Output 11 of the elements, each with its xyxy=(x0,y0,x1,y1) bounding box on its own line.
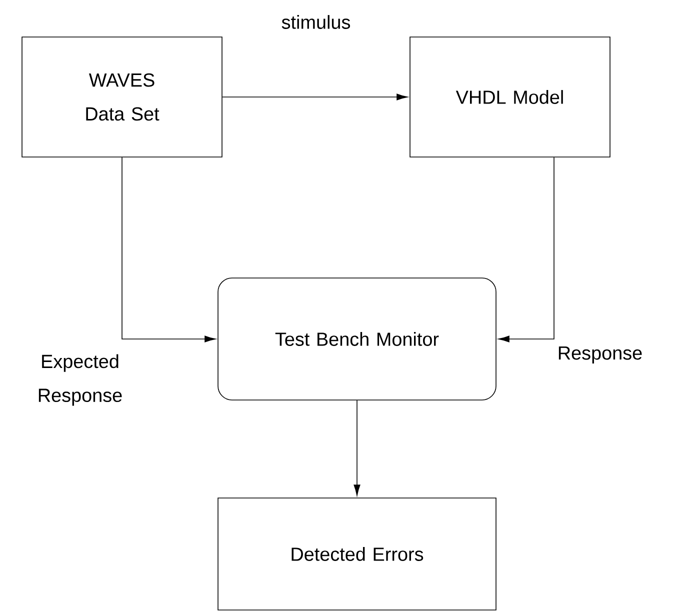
rounded-box: Test Bench Monitor xyxy=(218,278,496,400)
edge-label: Response xyxy=(558,346,642,364)
arrow xyxy=(354,400,360,496)
edge-label: Expected Response xyxy=(38,354,122,406)
edge-label: stimulus xyxy=(282,15,350,29)
process-box: Detected Errors xyxy=(218,498,496,610)
arrow xyxy=(222,94,408,100)
arrow xyxy=(498,157,554,342)
arrow xyxy=(122,157,216,342)
process-box: VHDL Model xyxy=(410,36,610,158)
process-box: WAVES Data Set xyxy=(22,36,222,158)
